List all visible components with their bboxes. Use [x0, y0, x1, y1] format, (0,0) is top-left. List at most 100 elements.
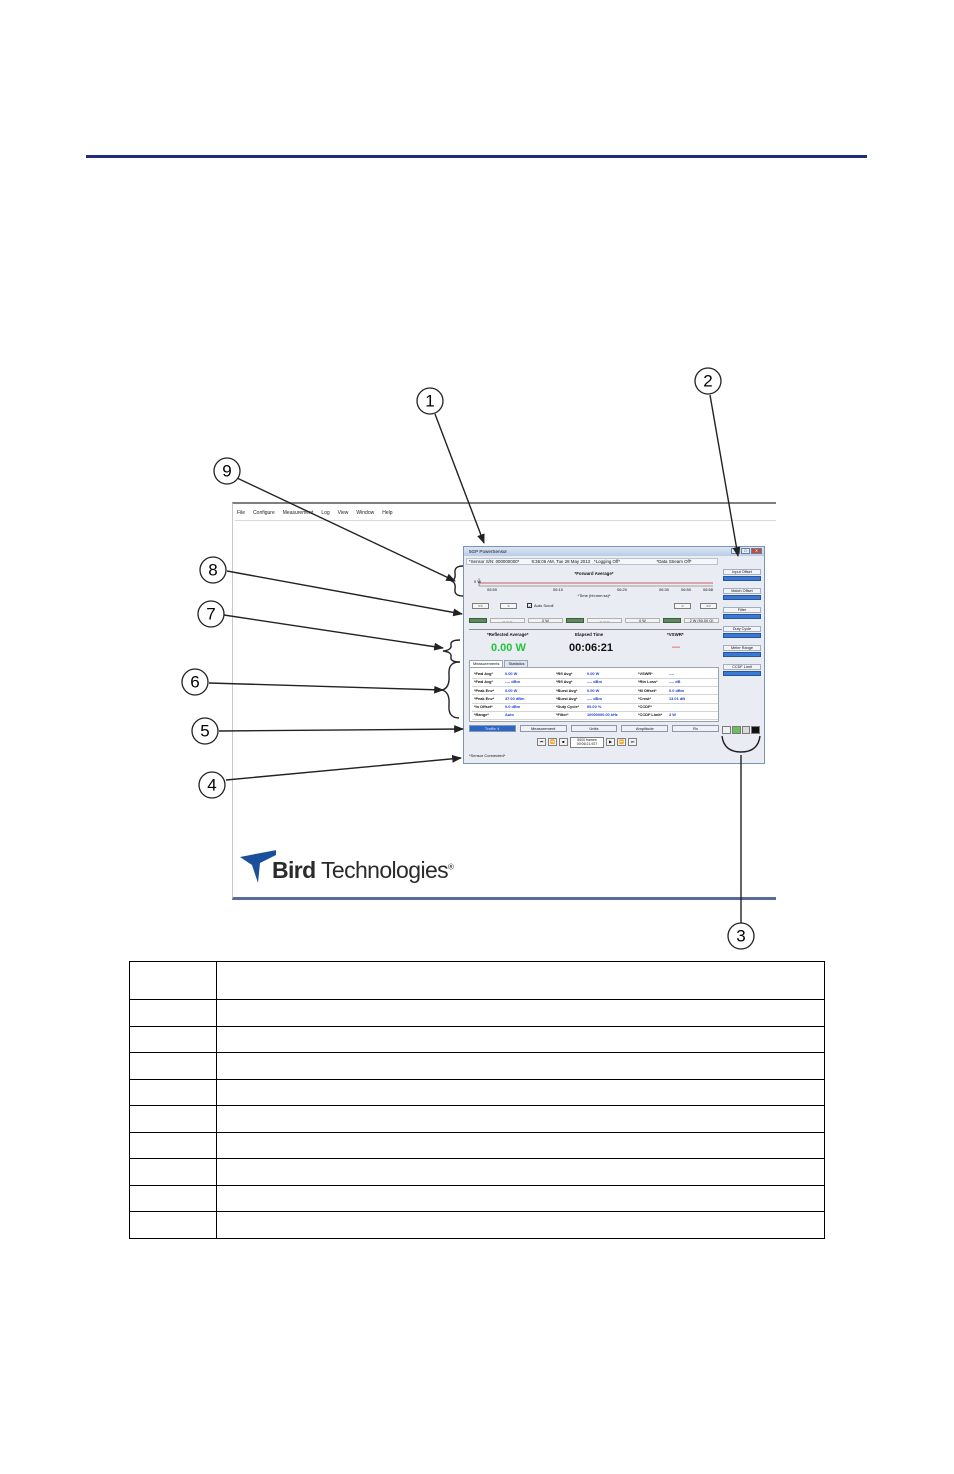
units-button[interactable]: Units	[570, 725, 618, 732]
measurement-row: *Crest*13.01 dB	[636, 696, 718, 704]
app-titlebar[interactable]: 5GP PowerSensor – □ ✕	[464, 547, 764, 556]
plot-tick: 06:20	[617, 587, 628, 592]
menu-window[interactable]: Window	[356, 510, 375, 516]
measurements-grid: *Fwd Avg*0.00 W *Fwd Avg*---- dBm *Peak …	[469, 667, 719, 722]
input-offset-control[interactable]: Input Offset	[723, 569, 761, 585]
reflected-average-header: *Reflected Average*	[487, 632, 529, 637]
measurement-column: *VSWR*---- *Rtn Loss*---- dB *M Offset*0…	[636, 671, 718, 721]
measurement-row: *CCDF*	[636, 704, 718, 712]
fast-forward-icon[interactable]: ⏩	[617, 738, 626, 746]
range-field[interactable]: -- -- --	[587, 618, 622, 623]
measurement-button[interactable]: Measurement	[519, 725, 567, 732]
measurement-column: *Fwd Avg*0.00 W *Fwd Avg*---- dBm *Peak …	[472, 671, 554, 721]
menu-measurement[interactable]: Measurement	[282, 510, 314, 516]
measurement-row: *Fwd Avg*0.00 W	[472, 671, 554, 679]
range-chip[interactable]	[469, 618, 487, 623]
callout-number: 1	[425, 392, 434, 411]
divider	[469, 629, 722, 630]
meter-values: 0.00 W 00:06:21 ----	[469, 642, 722, 656]
range-field[interactable]: 0 W	[625, 618, 660, 623]
tab-statistics[interactable]: Statistics	[504, 660, 529, 667]
range-field[interactable]: 0 W	[528, 618, 563, 623]
callout-number: 4	[207, 776, 216, 795]
measurement-row: *M Offset*0.0 dBm	[636, 688, 718, 696]
plot-range-controls: -- -- -- 0 W -- -- -- 0 W 2 W (50.00 G)	[469, 617, 719, 624]
menu-file[interactable]: File	[237, 510, 246, 516]
menu-help[interactable]: Help	[382, 510, 393, 516]
plot-tick: 06:50	[681, 587, 692, 592]
plot-title: *Forward Average*	[574, 571, 614, 576]
scroll-forward-button[interactable]: >	[674, 603, 691, 609]
scroll-back-button[interactable]: <	[500, 603, 517, 609]
skip-end-icon[interactable]: ⏭	[628, 738, 637, 746]
plot-tick: 05:59	[487, 587, 498, 592]
table-row	[129, 999, 825, 1027]
range-chip[interactable]	[566, 618, 584, 623]
measurement-row: *Fwd Avg*---- dBm	[472, 679, 554, 687]
scroll-first-button[interactable]: <<	[472, 603, 489, 609]
duty-cycle-control[interactable]: Duty Cycle	[723, 626, 761, 642]
stop-icon[interactable]: ■	[559, 738, 568, 746]
measurement-tabs: Measurements Statistics	[469, 660, 529, 667]
callout-number: 2	[703, 372, 712, 391]
range-field[interactable]: 2 W (50.00 G)	[684, 618, 719, 623]
menu-view[interactable]: View	[337, 510, 349, 516]
meter-range-control[interactable]: Meter Range	[723, 645, 761, 661]
callout-legend-table	[129, 961, 825, 1239]
close-button[interactable]: ✕	[751, 548, 762, 554]
plot-tick: 06:58	[703, 587, 714, 592]
filter-control[interactable]: Filter	[723, 607, 761, 623]
scroll-last-button[interactable]: >>	[700, 603, 717, 609]
match-offset-control[interactable]: Match Offset	[723, 588, 761, 604]
table-header-row	[129, 961, 825, 1000]
rx-button[interactable]: Rx	[672, 725, 719, 732]
minimize-button[interactable]: –	[731, 548, 740, 554]
range-field[interactable]: -- -- --	[490, 618, 525, 623]
window-controls: – □ ✕	[731, 548, 762, 554]
reflected-average-value: 0.00 W	[491, 642, 526, 654]
bird-logo: Bird Technologies®	[240, 845, 454, 887]
menu-configure[interactable]: Configure	[253, 510, 275, 516]
maximize-button[interactable]: □	[741, 548, 750, 554]
traffic-mode-button[interactable]: Traffic ∨	[469, 725, 516, 732]
amplitude-button[interactable]: Amplitude	[621, 725, 669, 732]
tab-measurements[interactable]: Measurements	[469, 660, 504, 667]
skip-start-icon[interactable]: ⏮	[537, 738, 546, 746]
meter-headers: *Reflected Average* Elapsed Time *VSWR*	[469, 632, 722, 638]
play-icon[interactable]: ▶	[606, 738, 615, 746]
app-status-bar: *Sensor S/N: 000000000* 9:36:06 AM, Tue …	[466, 558, 718, 565]
table-row	[129, 1105, 825, 1133]
measurement-row: *Rtn Loss*---- dB	[636, 679, 718, 687]
auto-scroll-checkbox[interactable]: ✓Auto Scroll	[527, 603, 554, 610]
measurement-row: *Peak Env*0.00 W	[472, 688, 554, 696]
plot-x-label: *Time (hh:mm:ss)*	[577, 593, 611, 598]
table-row	[129, 1131, 825, 1159]
rewind-icon[interactable]: ⏪	[548, 738, 557, 746]
ccdf-limit-control[interactable]: CCDF Limit	[723, 664, 761, 680]
settings-side-panel: Input Offset Match Offset Filter Duty Cy…	[723, 569, 761, 683]
measurement-row: *Rfl Avg*---- dBm	[554, 679, 636, 687]
bird-logo-icon	[240, 850, 276, 883]
callout-number: 3	[736, 927, 745, 946]
measurement-row: *Rfl Avg*0.00 W	[554, 671, 636, 679]
plot-tick: 06:30	[659, 587, 670, 592]
callout-number: 5	[200, 722, 209, 741]
table-row	[129, 1052, 825, 1080]
measurement-row: *CCDF Limit*3 W	[636, 712, 718, 721]
table-row	[129, 1184, 825, 1212]
elapsed-time-header: Elapsed Time	[575, 632, 604, 637]
menu-log[interactable]: Log	[321, 510, 330, 516]
plot-tick: 06:10	[553, 587, 564, 592]
plot-y-label: 0 W	[474, 579, 482, 584]
table-row	[129, 1025, 825, 1053]
vswr-header: *VSWR*	[667, 632, 684, 637]
sensor-serial: *Sensor S/N: 000000000*	[469, 559, 520, 564]
status-indicator-icon	[751, 726, 760, 734]
menubar-divider	[235, 520, 776, 521]
plot-navigation: << < ✓Auto Scroll > >>	[469, 603, 719, 611]
sensor-connection-status: *Sensor Connected*	[469, 753, 506, 758]
range-chip[interactable]	[663, 618, 681, 623]
measurement-row: *Filter*10000000.00 kHz	[554, 712, 636, 721]
